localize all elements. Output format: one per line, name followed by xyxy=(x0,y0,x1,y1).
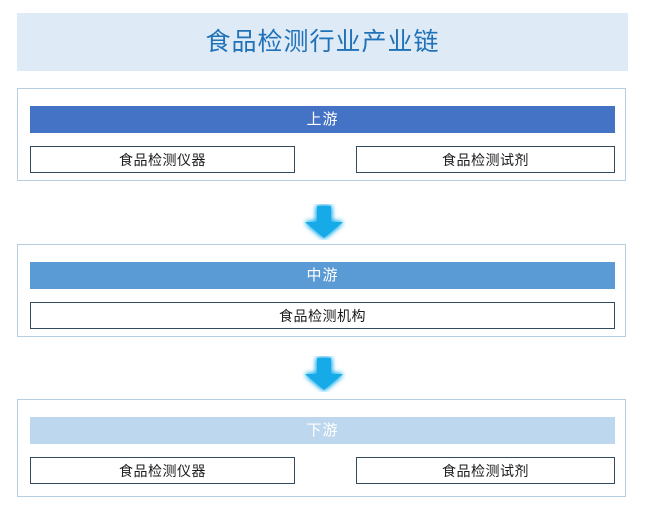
section-downstream-label: 下游 xyxy=(306,422,339,439)
section-midstream-label: 中游 xyxy=(306,267,339,284)
section-midstream: 中游 食品检测机构 xyxy=(17,244,626,337)
page-title-banner: 食品检测行业产业链 xyxy=(17,13,628,71)
arrow-down-icon xyxy=(302,204,346,240)
downstream-item-0[interactable]: 食品检测仪器 xyxy=(30,457,295,484)
section-downstream-band: 下游 xyxy=(30,417,615,444)
downstream-item-1[interactable]: 食品检测试剂 xyxy=(356,457,615,484)
section-midstream-band: 中游 xyxy=(30,262,615,289)
upstream-item-0-label: 食品检测仪器 xyxy=(119,151,206,168)
section-upstream: 上游 食品检测仪器 食品检测试剂 xyxy=(17,88,626,181)
page-title: 食品检测行业产业链 xyxy=(205,27,440,56)
upstream-item-0[interactable]: 食品检测仪器 xyxy=(30,146,295,173)
midstream-item-0[interactable]: 食品检测机构 xyxy=(30,302,615,329)
section-upstream-label: 上游 xyxy=(306,111,339,128)
arrow-down-icon xyxy=(302,356,346,392)
section-downstream: 下游 食品检测仪器 食品检测试剂 xyxy=(17,399,626,497)
downstream-item-0-label: 食品检测仪器 xyxy=(119,462,206,479)
section-upstream-band: 上游 xyxy=(30,106,615,133)
upstream-item-1[interactable]: 食品检测试剂 xyxy=(356,146,615,173)
downstream-item-1-label: 食品检测试剂 xyxy=(442,462,529,479)
upstream-item-1-label: 食品检测试剂 xyxy=(442,151,529,168)
midstream-item-0-label: 食品检测机构 xyxy=(279,307,366,324)
